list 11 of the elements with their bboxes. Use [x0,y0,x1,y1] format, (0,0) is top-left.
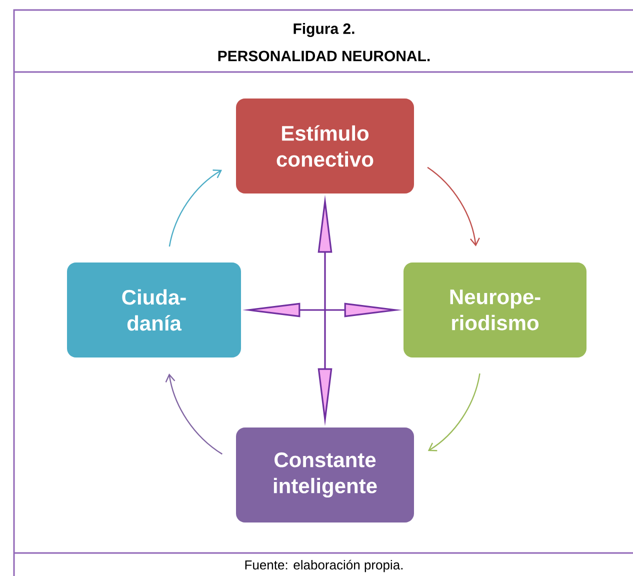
process-box: Ciuda- danía [67,262,241,358]
arrow [168,170,222,247]
subtitle: PERSONALIDAD NEURONAL. [218,50,430,62]
caption: Fuente: elaboración propia. [245,560,403,572]
arrow [427,166,480,246]
arrow [428,373,480,452]
process-box: Neurope- riodismo [404,262,586,358]
title: Figura 2. [294,22,354,38]
process-box: Estímulo conectivo [236,98,414,194]
process-box: Constante inteligente [236,428,414,522]
arrow [165,374,223,455]
